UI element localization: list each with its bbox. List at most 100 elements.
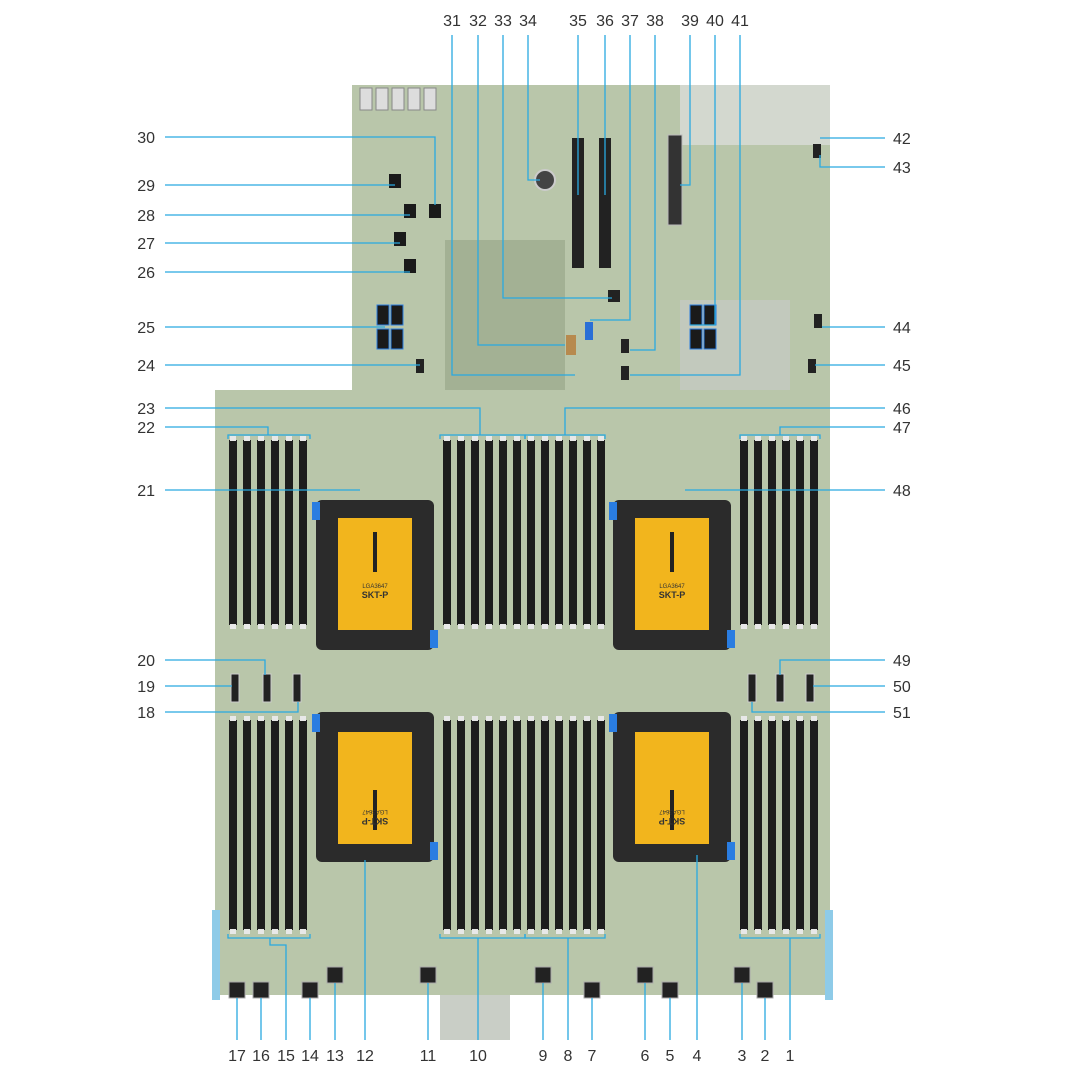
callout-45: 45 bbox=[893, 358, 911, 375]
cpu-cover-label: SKT-P bbox=[362, 816, 389, 826]
board-main-section bbox=[215, 390, 830, 995]
dimm-slot bbox=[740, 440, 748, 625]
dimm-latch bbox=[528, 716, 534, 721]
leader-line-23 bbox=[165, 407, 481, 435]
dimm-latch bbox=[258, 436, 264, 441]
dimm-slot bbox=[271, 720, 279, 930]
dimm-latch bbox=[797, 716, 803, 721]
leader-line-34 bbox=[527, 35, 540, 181]
callout-11: 11 bbox=[420, 1048, 437, 1065]
dimm-latch bbox=[244, 716, 250, 721]
fan-connector bbox=[661, 981, 679, 999]
dimm-latch bbox=[258, 716, 264, 721]
sata-connector bbox=[390, 304, 404, 326]
cpu-latch bbox=[430, 842, 438, 860]
dimm-slot bbox=[541, 720, 549, 930]
dimm-latch bbox=[244, 624, 250, 629]
fan-connector bbox=[252, 981, 270, 999]
dimm-latch bbox=[458, 436, 464, 441]
dimm-latch bbox=[755, 929, 761, 934]
dimm-latch bbox=[570, 716, 576, 721]
dimm-latch bbox=[244, 436, 250, 441]
dimm-latch bbox=[472, 716, 478, 721]
power-connector bbox=[394, 232, 406, 246]
callout-20: 20 bbox=[137, 653, 155, 670]
cpu-cover-label: LGA3647 bbox=[659, 584, 685, 590]
callout-40: 40 bbox=[706, 13, 724, 30]
leader-line-32 bbox=[477, 35, 565, 346]
leader-line-38 bbox=[630, 35, 656, 351]
callout-1: 1 bbox=[786, 1048, 795, 1065]
callout-31: 31 bbox=[443, 13, 461, 30]
cpu-cover-label: SKT-P bbox=[362, 590, 389, 600]
cpu-cover-label: LGA3647 bbox=[362, 584, 388, 590]
cable-connector bbox=[292, 673, 302, 703]
callout-37: 37 bbox=[621, 13, 639, 30]
cpu-latch bbox=[727, 630, 735, 648]
fan-connector bbox=[733, 966, 751, 984]
dimm-latch bbox=[300, 436, 306, 441]
dimm-latch bbox=[486, 624, 492, 629]
cpu-latch bbox=[609, 714, 617, 732]
dimm-latch bbox=[811, 624, 817, 629]
cable-connector bbox=[230, 673, 240, 703]
callout-6: 6 bbox=[641, 1048, 650, 1065]
dimm-latch bbox=[458, 716, 464, 721]
dimm-latch bbox=[783, 716, 789, 721]
dimm-latch bbox=[769, 929, 775, 934]
riser-connector bbox=[667, 134, 683, 226]
dimm-latch bbox=[286, 624, 292, 629]
dimm-latch bbox=[769, 436, 775, 441]
dimm-slot bbox=[569, 720, 577, 930]
dimm-latch bbox=[584, 929, 590, 934]
dimm-latch bbox=[556, 716, 562, 721]
leader-line-43 bbox=[819, 155, 885, 168]
rear-io-port bbox=[423, 87, 437, 111]
callout-44: 44 bbox=[893, 320, 911, 337]
dimm-latch bbox=[598, 624, 604, 629]
callout-32: 32 bbox=[469, 13, 487, 30]
callout-19: 19 bbox=[137, 679, 155, 696]
dimm-slot bbox=[583, 720, 591, 930]
callout-21: 21 bbox=[137, 483, 155, 500]
dimm-latch bbox=[514, 929, 520, 934]
dimm-slot bbox=[229, 440, 237, 625]
dimm-latch bbox=[444, 624, 450, 629]
callout-28: 28 bbox=[137, 208, 155, 225]
callout-3: 3 bbox=[738, 1048, 747, 1065]
dimm-slot bbox=[513, 440, 521, 625]
rear-io-port bbox=[391, 87, 405, 111]
dimm-latch bbox=[514, 436, 520, 441]
dimm-latch bbox=[811, 436, 817, 441]
dimm-latch bbox=[272, 929, 278, 934]
callout-29: 29 bbox=[137, 178, 155, 195]
psu-bay-area bbox=[680, 85, 830, 145]
leader-line-37 bbox=[590, 35, 631, 321]
dimm-slot bbox=[471, 440, 479, 625]
side-rail bbox=[825, 910, 833, 1000]
dimm-bank-bracket bbox=[524, 934, 606, 939]
callout-5: 5 bbox=[666, 1048, 675, 1065]
dimm-latch bbox=[811, 716, 817, 721]
dimm-latch bbox=[556, 929, 562, 934]
cpu-cover-slot bbox=[373, 790, 377, 830]
rear-io-port bbox=[375, 87, 389, 111]
dimm-slot bbox=[443, 440, 451, 625]
cpu-cover-label: SKT-P bbox=[659, 590, 686, 600]
power-connector bbox=[404, 259, 416, 273]
dimm-slot bbox=[555, 720, 563, 930]
callout-42: 42 bbox=[893, 131, 911, 148]
dimm-latch bbox=[797, 624, 803, 629]
callout-47: 47 bbox=[893, 420, 911, 437]
dimm-slot bbox=[796, 720, 804, 930]
dimm-latch bbox=[542, 716, 548, 721]
callout-13: 13 bbox=[326, 1048, 344, 1065]
dimm-latch bbox=[500, 436, 506, 441]
dimm-latch bbox=[741, 716, 747, 721]
leader-line-20 bbox=[165, 659, 266, 675]
dimm-slot bbox=[457, 720, 465, 930]
dimm-latch bbox=[230, 929, 236, 934]
callout-38: 38 bbox=[646, 13, 664, 30]
callout-2: 2 bbox=[761, 1048, 770, 1065]
